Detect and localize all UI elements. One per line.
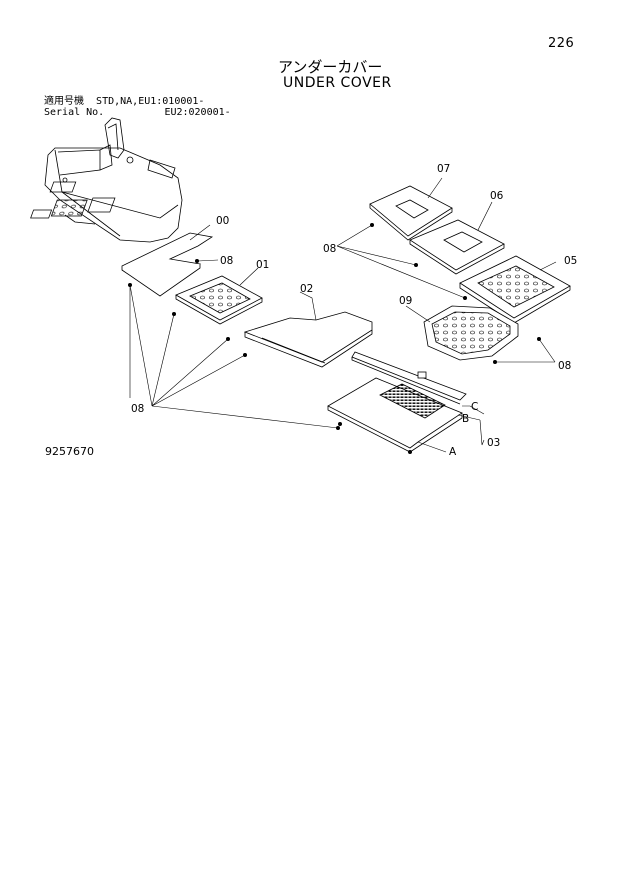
callout-08-left-bottom: 08 bbox=[131, 403, 144, 415]
callout-06: 06 bbox=[490, 190, 504, 202]
serial-row-1-label: 適用号機 bbox=[44, 96, 84, 107]
page-title-english: UNDER COVER bbox=[283, 75, 392, 91]
callout-05: 05 bbox=[564, 255, 577, 267]
callout-08-right: 08 bbox=[558, 360, 571, 372]
callout-07: 07 bbox=[437, 163, 450, 175]
part-01-perforated-plate bbox=[175, 275, 263, 325]
part-02-long-cover bbox=[243, 311, 373, 368]
callout-02: 02 bbox=[300, 283, 313, 295]
part-03-lower-cover bbox=[327, 351, 467, 454]
callout-C: C bbox=[471, 401, 478, 413]
serial-row-2-label: Serial No. bbox=[44, 107, 105, 118]
part-00-cover-plate bbox=[121, 232, 214, 297]
page-number: 226 bbox=[548, 36, 575, 51]
bolt-08 bbox=[195, 259, 199, 263]
drawing-number: 9257670 bbox=[45, 445, 94, 458]
part-09-perforated-plate bbox=[423, 305, 519, 361]
part-07-cover bbox=[369, 185, 453, 241]
leader-lines bbox=[129, 177, 557, 453]
callout-08-upper: 08 bbox=[323, 243, 336, 255]
serial-row-1-value: STD,NA,EU1:010001- bbox=[96, 96, 205, 107]
serial-applicability-block: 適用号機 STD,NA,EU1:010001- Serial No. EU2:0… bbox=[44, 96, 231, 118]
serial-row-1: 適用号機 STD,NA,EU1:010001- bbox=[44, 96, 231, 107]
callout-B: B bbox=[462, 413, 469, 425]
serial-row-2: Serial No. EU2:020001- bbox=[44, 107, 231, 118]
callout-09: 09 bbox=[399, 295, 412, 307]
machine-overview-illustration bbox=[30, 117, 183, 243]
part-06-cover bbox=[409, 219, 505, 275]
callout-03: 03 bbox=[487, 437, 500, 449]
page-title-japanese: アンダーカバー bbox=[278, 58, 383, 76]
callout-01: 01 bbox=[256, 259, 269, 271]
callout-08-left-top: 08 bbox=[220, 255, 233, 267]
callout-A: A bbox=[449, 446, 457, 458]
callout-00: 00 bbox=[216, 215, 229, 227]
serial-row-2-value: EU2:020001- bbox=[164, 107, 231, 118]
